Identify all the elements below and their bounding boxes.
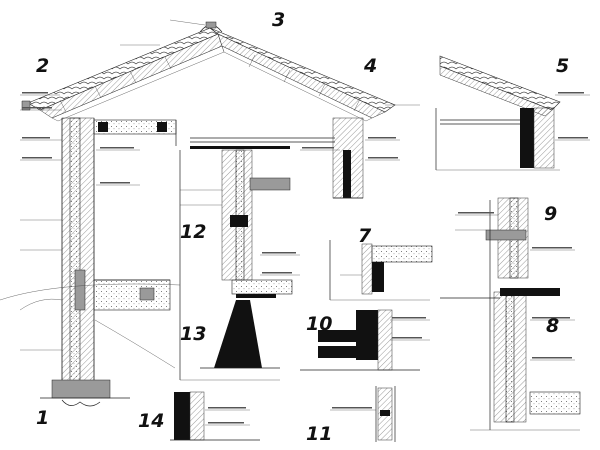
detail-7-drawing: [329, 240, 433, 301]
detail-11-drawing: [375, 386, 396, 442]
detail-number-14: 14: [138, 410, 164, 432]
detail-number-8: 8: [546, 315, 559, 337]
detail-number-3: 3: [272, 9, 285, 31]
detail-1-foundation-drawing: [0, 269, 181, 407]
detail-12-13-wall-drawing: [179, 146, 293, 381]
detail-number-1: 1: [36, 407, 49, 429]
detail-number-12: 12: [180, 221, 206, 243]
detail-number-13: 13: [180, 323, 206, 345]
detail-number-9: 9: [544, 203, 557, 225]
detail-number-10: 10: [306, 313, 332, 335]
roof-section-drawing: [21, 21, 396, 384]
detail-number-2: 2: [36, 55, 49, 77]
detail-number-5: 5: [556, 55, 569, 77]
detail-number-11: 11: [306, 423, 332, 445]
detail-8-9-wall-drawing: [440, 197, 581, 431]
detail-10-drawing: [300, 309, 420, 371]
detail-number-7: 7: [358, 225, 372, 247]
detail-number-4: 4: [363, 55, 377, 77]
annotation-leaders: [20, 19, 590, 426]
detail-numbers: 1 2 3 4 5 7 8 9 10 11 12 13 14: [36, 9, 569, 445]
detail-5-eaves-drawing: [435, 55, 561, 171]
detail-14-drawing: [170, 391, 260, 441]
